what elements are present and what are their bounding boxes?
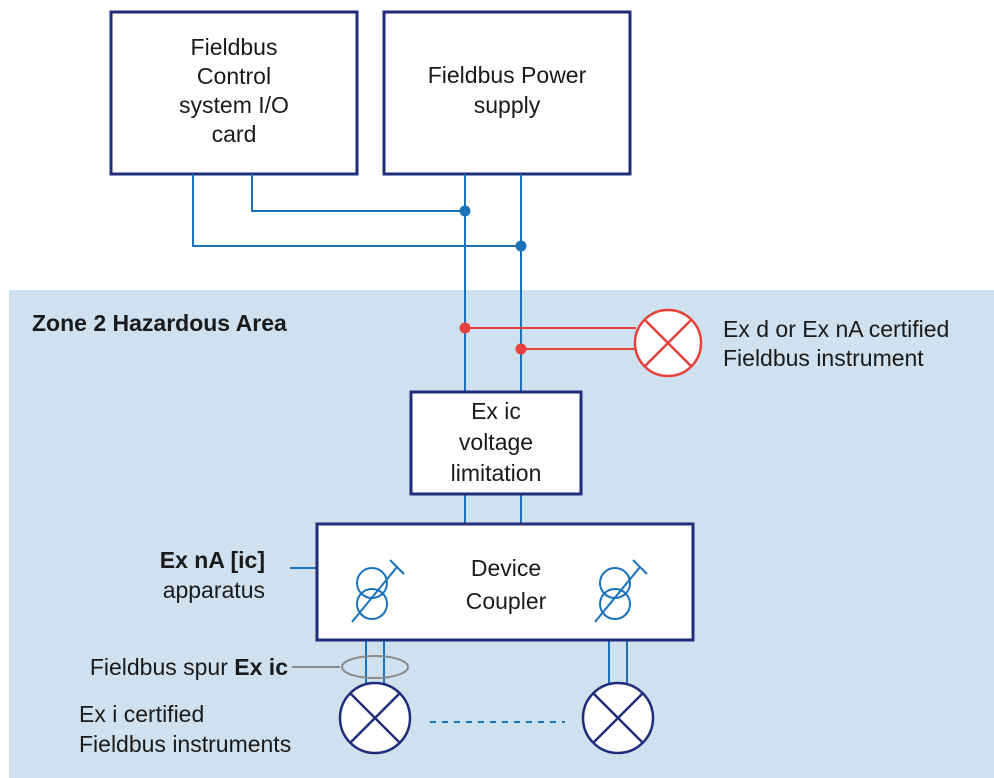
device-coupler-line-1: Device <box>471 555 541 581</box>
spur-cable-ring <box>341 655 409 679</box>
control-card-line-3: system I/O <box>179 92 289 118</box>
spur-label-normal: Fieldbus spur <box>90 654 234 680</box>
zone-label: Zone 2 Hazardous Area <box>32 310 287 336</box>
voltage-limitation-line-1: Ex ic <box>471 398 521 424</box>
certified-instrument-line-1: Ex d or Ex nA certified <box>723 316 949 342</box>
instrument-icon <box>581 681 655 755</box>
control-card-line-2: Control <box>197 63 271 89</box>
voltage-limitation-box <box>409 390 583 496</box>
spur-label-bold: Ex ic <box>234 654 288 680</box>
device-coupler-line-2: Coupler <box>466 588 547 614</box>
wire-card-to-power-plus <box>251 174 465 212</box>
ex-i-instruments-line-2: Fieldbus instruments <box>79 731 291 757</box>
device-coupler-box <box>315 522 695 642</box>
junction-dot <box>515 240 527 252</box>
hazard-tap-wiring <box>465 327 640 350</box>
transformer-icon <box>351 559 405 623</box>
apparatus-label-bold: Ex nA [ic] <box>160 547 265 573</box>
spur-label: Fieldbus spur Ex ic <box>90 654 288 680</box>
power-supply-box <box>382 10 632 176</box>
instrument-icon <box>338 681 412 755</box>
junction-dot <box>459 205 471 217</box>
voltage-limitation-line-2: voltage <box>459 429 533 455</box>
voltage-limitation-line-3: limitation <box>451 460 542 486</box>
apparatus-label-normal: apparatus <box>163 577 265 603</box>
instrument-icon <box>633 308 703 378</box>
power-supply-line-2: supply <box>474 92 541 118</box>
wire-card-to-power-minus <box>192 174 521 247</box>
hazard-junction-dot <box>515 343 527 355</box>
certified-instrument-line-2: Fieldbus instrument <box>723 345 924 371</box>
transformer-icon <box>594 559 648 623</box>
ex-i-instruments-line-1: Ex i certified <box>79 701 204 727</box>
hazard-junction-dot <box>459 322 471 334</box>
control-card-box <box>109 10 359 176</box>
power-supply-line-1: Fieldbus Power <box>428 62 587 88</box>
control-card-line-4: card <box>212 121 257 147</box>
control-card-line-1: Fieldbus <box>191 34 278 60</box>
